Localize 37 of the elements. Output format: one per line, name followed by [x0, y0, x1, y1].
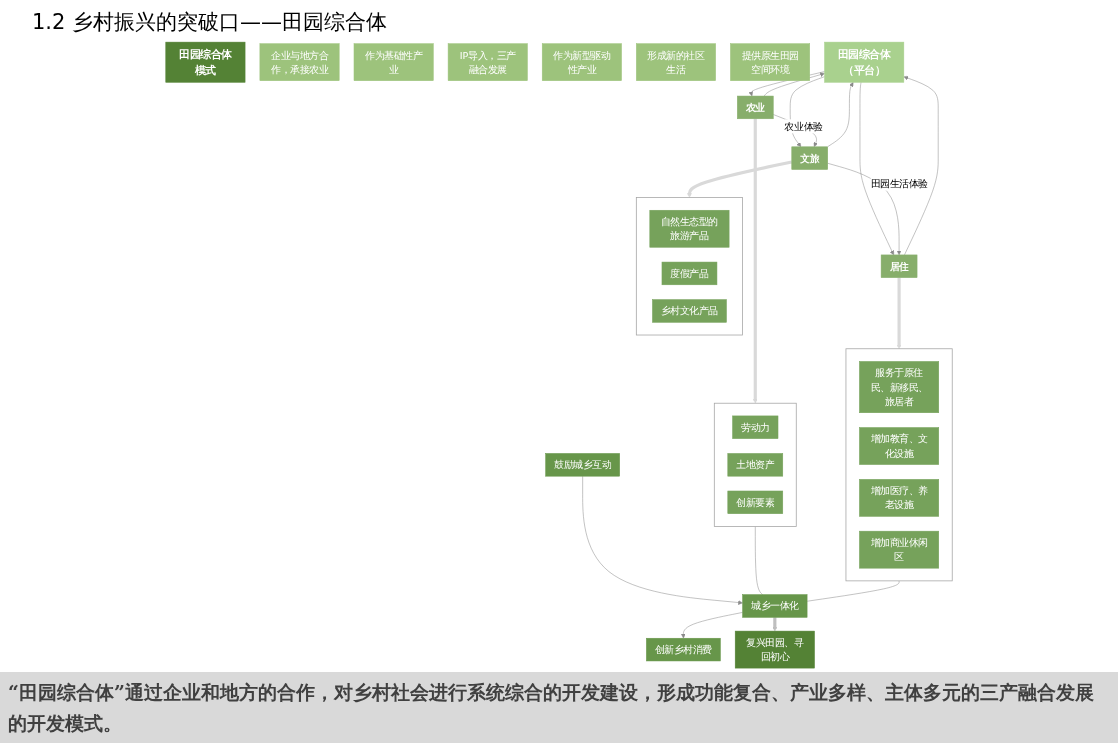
arrow: [687, 160, 793, 198]
node-box: 创新乡村消费: [646, 637, 721, 662]
node-box: 服务于原住民、新移民、旅居者: [859, 361, 939, 413]
node-box: 增加商业休闲区: [859, 530, 939, 569]
node-box: 企业与地方合作，承接农业: [259, 43, 340, 81]
node-box: 度假产品: [661, 261, 718, 286]
cluster: [635, 197, 743, 336]
node-box: 文旅: [791, 146, 828, 170]
arrow: [752, 118, 758, 404]
node-box: 自然生态型的旅游产品: [649, 209, 730, 248]
node-box: 田园综合体模式: [165, 41, 246, 83]
node-box: 创新要素: [727, 490, 784, 514]
cluster: [845, 348, 953, 582]
node-box: 城乡一体化: [742, 594, 808, 618]
node-box: 作为基础性产业: [353, 43, 434, 81]
node-box: 作为新型驱动性产业: [541, 43, 622, 81]
arrow: [896, 277, 902, 349]
connector: [806, 580, 900, 602]
cluster: [713, 402, 797, 527]
node-box: 增加教育、文化设施: [859, 427, 939, 465]
node-box: 劳动力: [732, 415, 779, 439]
node-box: 鼓励城乡互动: [545, 453, 620, 477]
node-box: 乡村文化产品: [652, 299, 727, 323]
node-box: 复兴田园、寻回初心: [734, 630, 815, 669]
node-box: 居住: [880, 254, 918, 278]
node-box: 农业: [737, 95, 774, 120]
edge-label: 农业体验: [784, 120, 823, 132]
node-box: 田园综合体（平台）: [824, 41, 905, 83]
connector: [755, 526, 763, 595]
edge-label: 田园生活体验: [870, 177, 928, 190]
node-box: 土地资产: [727, 453, 784, 477]
caption: “田园综合体”通过企业和地方的合作，对乡村社会进行系统综合的开发建设，形成功能复合、产业多样、主体多元的三产融合发展的开发模式。: [0, 672, 1118, 743]
node-box: 形成新的社区生活: [636, 43, 716, 81]
node-box: 增加医疗、养老设施: [859, 479, 939, 517]
node-box: 提供原生田园空间环境: [730, 43, 810, 81]
title: 1.2 乡村振兴的突破口——田园综合体: [31, 9, 388, 36]
node-box: IP导入，三产融合发展: [447, 43, 528, 81]
